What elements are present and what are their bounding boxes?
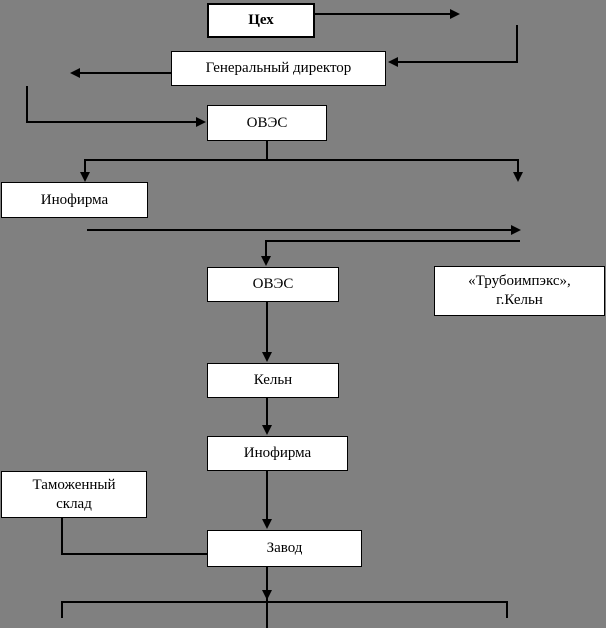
arrowhead-down-icon — [261, 256, 271, 266]
node-oves-1: ОВЭС — [207, 105, 327, 141]
line-into-oves2-down — [265, 240, 267, 257]
node-tsekh: Цех — [207, 3, 315, 38]
line-oves2-to-keln — [266, 302, 268, 353]
arrowhead-down-icon — [262, 352, 272, 362]
node-keln-label: Кельн — [253, 372, 293, 388]
line-bottom-left-tick — [61, 601, 63, 618]
arrowhead-left-icon — [70, 68, 80, 78]
arrowhead-down-icon — [80, 172, 90, 182]
node-general-director: Генеральный директор — [171, 51, 386, 86]
arrowhead-left-icon — [388, 57, 398, 67]
line-return-horizontal — [265, 240, 520, 242]
line-into-oves1 — [26, 121, 198, 123]
node-inofirma-1: Инофирма — [1, 182, 148, 218]
node-truboimpex-label-line1: «Трубоимпэкс», — [468, 273, 571, 289]
node-inofirma-2: Инофирма — [207, 436, 348, 471]
line-oves1-down — [266, 141, 268, 161]
node-zavod: Завод — [207, 530, 362, 567]
arrowhead-right-icon — [196, 117, 206, 127]
line-director-out-left — [78, 72, 171, 74]
line-tsekh-out-right — [315, 13, 455, 15]
line-inofirma-out-right — [87, 229, 511, 231]
node-tsekh-label: Цех — [248, 12, 274, 28]
arrowhead-right-icon — [450, 9, 460, 19]
node-truboimpex-label-line2: г.Кельн — [496, 292, 543, 308]
line-into-director — [392, 61, 518, 63]
node-truboimpex: «Трубоимпэкс», г.Кельн — [434, 266, 605, 316]
line-branch-horizontal — [84, 159, 519, 161]
node-customs-warehouse: Таможенный склад — [1, 471, 147, 518]
node-inofirma-1-label: Инофирма — [40, 191, 109, 208]
node-zavod-label: Завод — [266, 540, 303, 556]
line-keln-to-inofirma2 — [266, 398, 268, 426]
node-oves-2-label: ОВЭС — [252, 276, 294, 292]
node-keln: Кельн — [207, 363, 339, 398]
node-customs-warehouse-label-line2: склад — [56, 495, 92, 512]
node-inofirma-2-label: Инофирма — [243, 445, 312, 461]
line-customs-down — [61, 518, 63, 555]
line-bottom-horizontal — [61, 601, 508, 603]
node-oves-2: ОВЭС — [207, 267, 339, 302]
node-customs-warehouse-label-line1: Таможенный — [32, 476, 116, 493]
arrowhead-down-icon — [262, 590, 272, 600]
line-inofirma2-to-zavod — [266, 471, 268, 520]
arrowhead-right-icon — [511, 225, 521, 235]
line-elbow-right-vertical — [516, 25, 518, 63]
node-general-director-label: Генеральный директор — [205, 60, 352, 76]
arrowhead-down-icon — [513, 172, 523, 182]
line-branch-right-down — [517, 159, 519, 173]
line-bottom-right-tick — [506, 601, 508, 618]
arrowhead-down-icon — [262, 425, 272, 435]
line-branch-left-down — [84, 159, 86, 173]
line-customs-to-zavod — [61, 553, 208, 555]
arrowhead-down-icon — [262, 519, 272, 529]
node-oves-1-label: ОВЭС — [246, 114, 288, 131]
line-elbow-left-vertical — [26, 86, 28, 123]
